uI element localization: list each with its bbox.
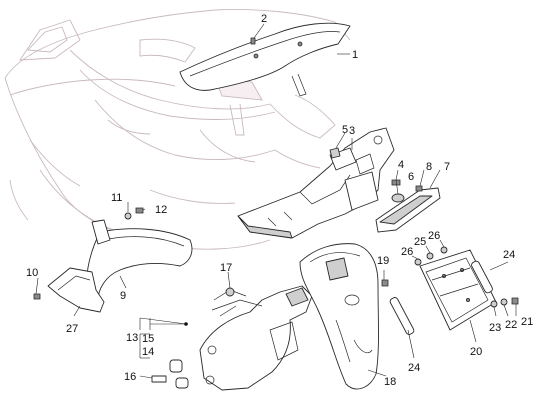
- callout-24-lower: 24: [408, 362, 420, 374]
- part-24-rubber-strip-upper: [471, 260, 493, 294]
- callout-1: 1: [352, 49, 358, 61]
- part-2-screw: [250, 37, 256, 45]
- callout-15: 15: [142, 333, 154, 345]
- callout-14: 14: [142, 346, 154, 358]
- part-19-screw: [381, 279, 389, 287]
- part-7-reflector: [375, 187, 441, 233]
- part-3-plate-bracket: [237, 127, 395, 239]
- part-22-washer: [500, 298, 508, 306]
- part-13-mudguard-mount: [199, 285, 313, 391]
- callout-4: 4: [398, 159, 404, 171]
- part-10-screw: [33, 293, 41, 300]
- part-26-nut-right: [440, 246, 448, 254]
- callout-group-bracket: [139, 317, 188, 359]
- callout-7: 7: [444, 161, 450, 173]
- part-1-rear-carrier: [179, 22, 351, 97]
- callout-27: 27: [66, 323, 78, 335]
- part-21-screw: [511, 297, 519, 305]
- callout-10: 10: [26, 267, 38, 279]
- part-8-screw: [415, 185, 423, 192]
- callout-23: 23: [489, 322, 501, 334]
- part-23-nut: [490, 300, 498, 308]
- callout-8: 8: [426, 161, 432, 173]
- part-11-nut: [124, 212, 132, 220]
- callout-2: 2: [261, 13, 267, 25]
- part-5-clip: [329, 147, 341, 159]
- part-12-screw: [135, 207, 144, 214]
- callout-20: 20: [470, 346, 482, 358]
- callout-3: 3: [349, 125, 355, 137]
- part-25-spacer: [426, 252, 434, 260]
- callout-25: 25: [414, 236, 426, 248]
- callout-17: 17: [220, 262, 232, 274]
- callout-19: 19: [377, 255, 389, 267]
- callout-26-right: 26: [428, 230, 440, 242]
- callout-26-left: 26: [401, 246, 413, 258]
- part-17-nut: [225, 287, 235, 297]
- callout-18: 18: [384, 376, 396, 388]
- callout-21: 21: [521, 316, 533, 328]
- part-18-rear-mudguard: [299, 243, 379, 390]
- callout-22: 22: [505, 319, 517, 331]
- callout-16: 16: [124, 371, 136, 383]
- callout-24-upper: 24: [503, 249, 515, 261]
- leader-lines: [35, 23, 517, 379]
- part-27-bracket: [47, 267, 105, 313]
- callout-5: 5: [342, 124, 348, 136]
- callout-13: 13: [126, 332, 138, 344]
- callout-6: 6: [408, 171, 414, 183]
- callout-11: 11: [111, 192, 122, 204]
- part-6-washer: [391, 193, 405, 203]
- part-15-rubber: [169, 359, 189, 389]
- part-4-bolt: [391, 179, 401, 186]
- part-9-splash-guard: [86, 219, 193, 301]
- part-26-nut-left: [414, 258, 422, 266]
- part-16-bushing: [151, 375, 167, 383]
- part-24-rubber-strip-lower: [389, 297, 415, 335]
- callout-9: 9: [120, 290, 126, 302]
- callout-12: 12: [155, 204, 167, 216]
